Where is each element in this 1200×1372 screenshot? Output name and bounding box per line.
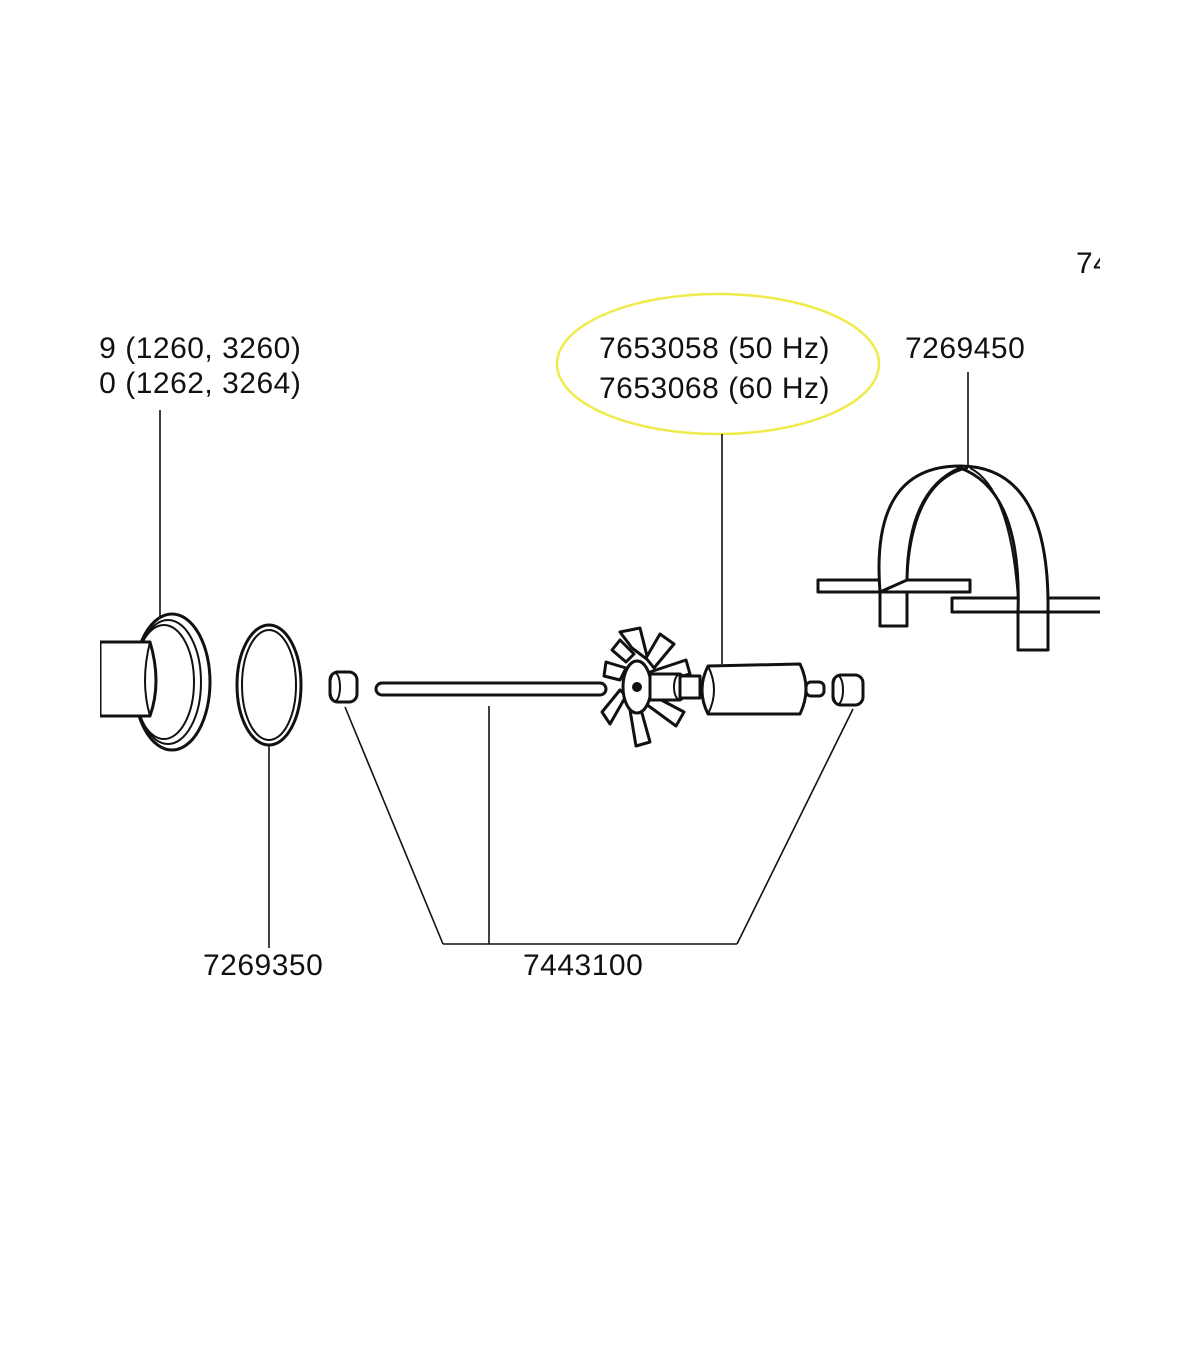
leader-shaft-set bbox=[344, 706, 854, 945]
label-motor-head-a: 59 (1260, 3260) bbox=[82, 332, 301, 365]
bearing-left-part bbox=[328, 670, 359, 704]
label-bracket: 7269450 bbox=[905, 332, 1025, 365]
highlight-ellipse bbox=[555, 292, 881, 436]
label-rotor-60hz: 7653068 (60 Hz) bbox=[599, 372, 830, 405]
bearing-right-part bbox=[831, 673, 865, 707]
label-shaft-set: 7443100 bbox=[523, 949, 643, 982]
bracket-part bbox=[816, 464, 1100, 652]
label-partial-top-right: 74 bbox=[1076, 247, 1110, 280]
shaft-part bbox=[374, 681, 608, 697]
label-oring: 7269350 bbox=[203, 949, 323, 982]
oring-part bbox=[235, 623, 303, 747]
rotor-impeller-part bbox=[600, 626, 826, 748]
label-rotor-50hz: 7653058 (50 Hz) bbox=[599, 332, 830, 365]
label-motor-head-b: 70 (1262, 3264) bbox=[82, 367, 301, 400]
motor-head-part bbox=[100, 612, 212, 752]
